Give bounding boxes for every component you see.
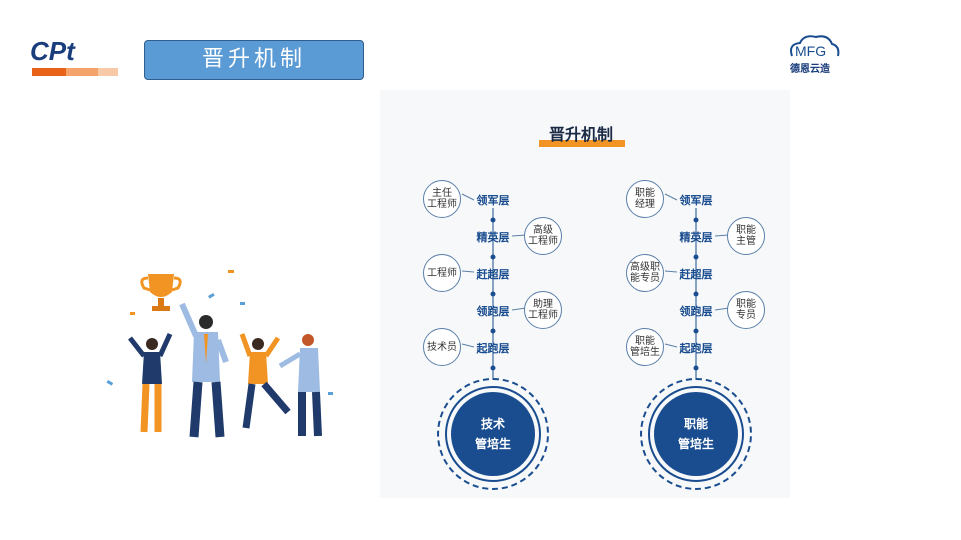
func-level-5: 起跑层 [679,342,713,355]
bubble-line: 工程师 [427,199,457,210]
func-level-1: 领军层 [679,194,713,207]
bubble-line: 高级职 [630,262,660,273]
tech-bubble-technician: 技术员 [423,328,461,366]
bubble-line: 工程师 [427,267,457,279]
base-label: 职能 [683,417,708,431]
func-base-circle: 职能管培生 [654,392,738,476]
page-title: 晋升机制 [144,40,364,80]
func-level-2: 精英层 [679,231,713,244]
mfg-subtitle: 德恩云造 [789,62,831,75]
tech-bubble-senior-engineer: 高级工程师 [524,217,562,255]
tech-bubble-chief-engineer: 主任工程师 [423,180,461,218]
bubble-line: 高级 [533,225,553,236]
panel-title: 晋升机制 [548,125,613,144]
tech-level-1: 领军层 [476,194,510,207]
func-base-ring [640,378,752,490]
bubble-line: 专员 [736,310,756,321]
bubble-line: 职能 [736,299,756,310]
func-level-4: 领跑层 [679,305,713,318]
tech-bubble-assistant-engineer: 助理工程师 [524,291,562,329]
mfg-logo-text: MFG [795,43,826,59]
bubble-line: 职能 [635,336,655,347]
base-label: 管培生 [474,437,511,451]
tech-base-circle: 技术管培生 [451,392,535,476]
func-bubble-trainee: 职能管培生 [626,328,664,366]
base-label: 管培生 [677,437,714,451]
bubble-line: 助理 [533,299,553,310]
bubble-line: 能专员 [630,273,660,284]
cpt-logo-text: CPt [30,38,76,66]
func-bubble-manager: 职能经理 [626,180,664,218]
bubble-line: 职能 [635,188,655,199]
tech-level-3: 赶超层 [476,268,510,281]
func-bubble-senior-specialist: 高级职能专员 [626,254,664,292]
bubble-line: 技术员 [427,341,457,353]
bubble-line: 工程师 [528,310,558,321]
bubble-line: 主任 [432,188,452,199]
tech-level-4: 领跑层 [476,305,510,318]
tech-level-2: 精英层 [476,231,510,244]
cpt-logo: CPt [30,36,120,78]
bubble-line: 管培生 [630,347,660,358]
mfg-logo: MFG 德恩云造 [786,34,842,78]
tech-bubble-engineer: 工程师 [423,254,461,292]
panel-title-underline [539,140,625,147]
func-base-mid-ring [648,386,744,482]
func-bubble-specialist: 职能专员 [727,291,765,329]
bubble-line: 工程师 [528,236,558,247]
bubble-line: 主管 [736,236,756,247]
tech-base-ring [437,378,549,490]
func-bubble-supervisor: 职能主管 [727,217,765,255]
tech-base-mid-ring [445,386,541,482]
ladder-connectors [461,193,730,380]
bubble-line: 经理 [635,199,655,210]
base-label: 技术 [480,417,505,431]
team-celebration-illustration [100,252,340,452]
bubble-line: 职能 [736,225,756,236]
func-level-3: 赶超层 [679,268,713,281]
tech-level-5: 起跑层 [476,342,510,355]
